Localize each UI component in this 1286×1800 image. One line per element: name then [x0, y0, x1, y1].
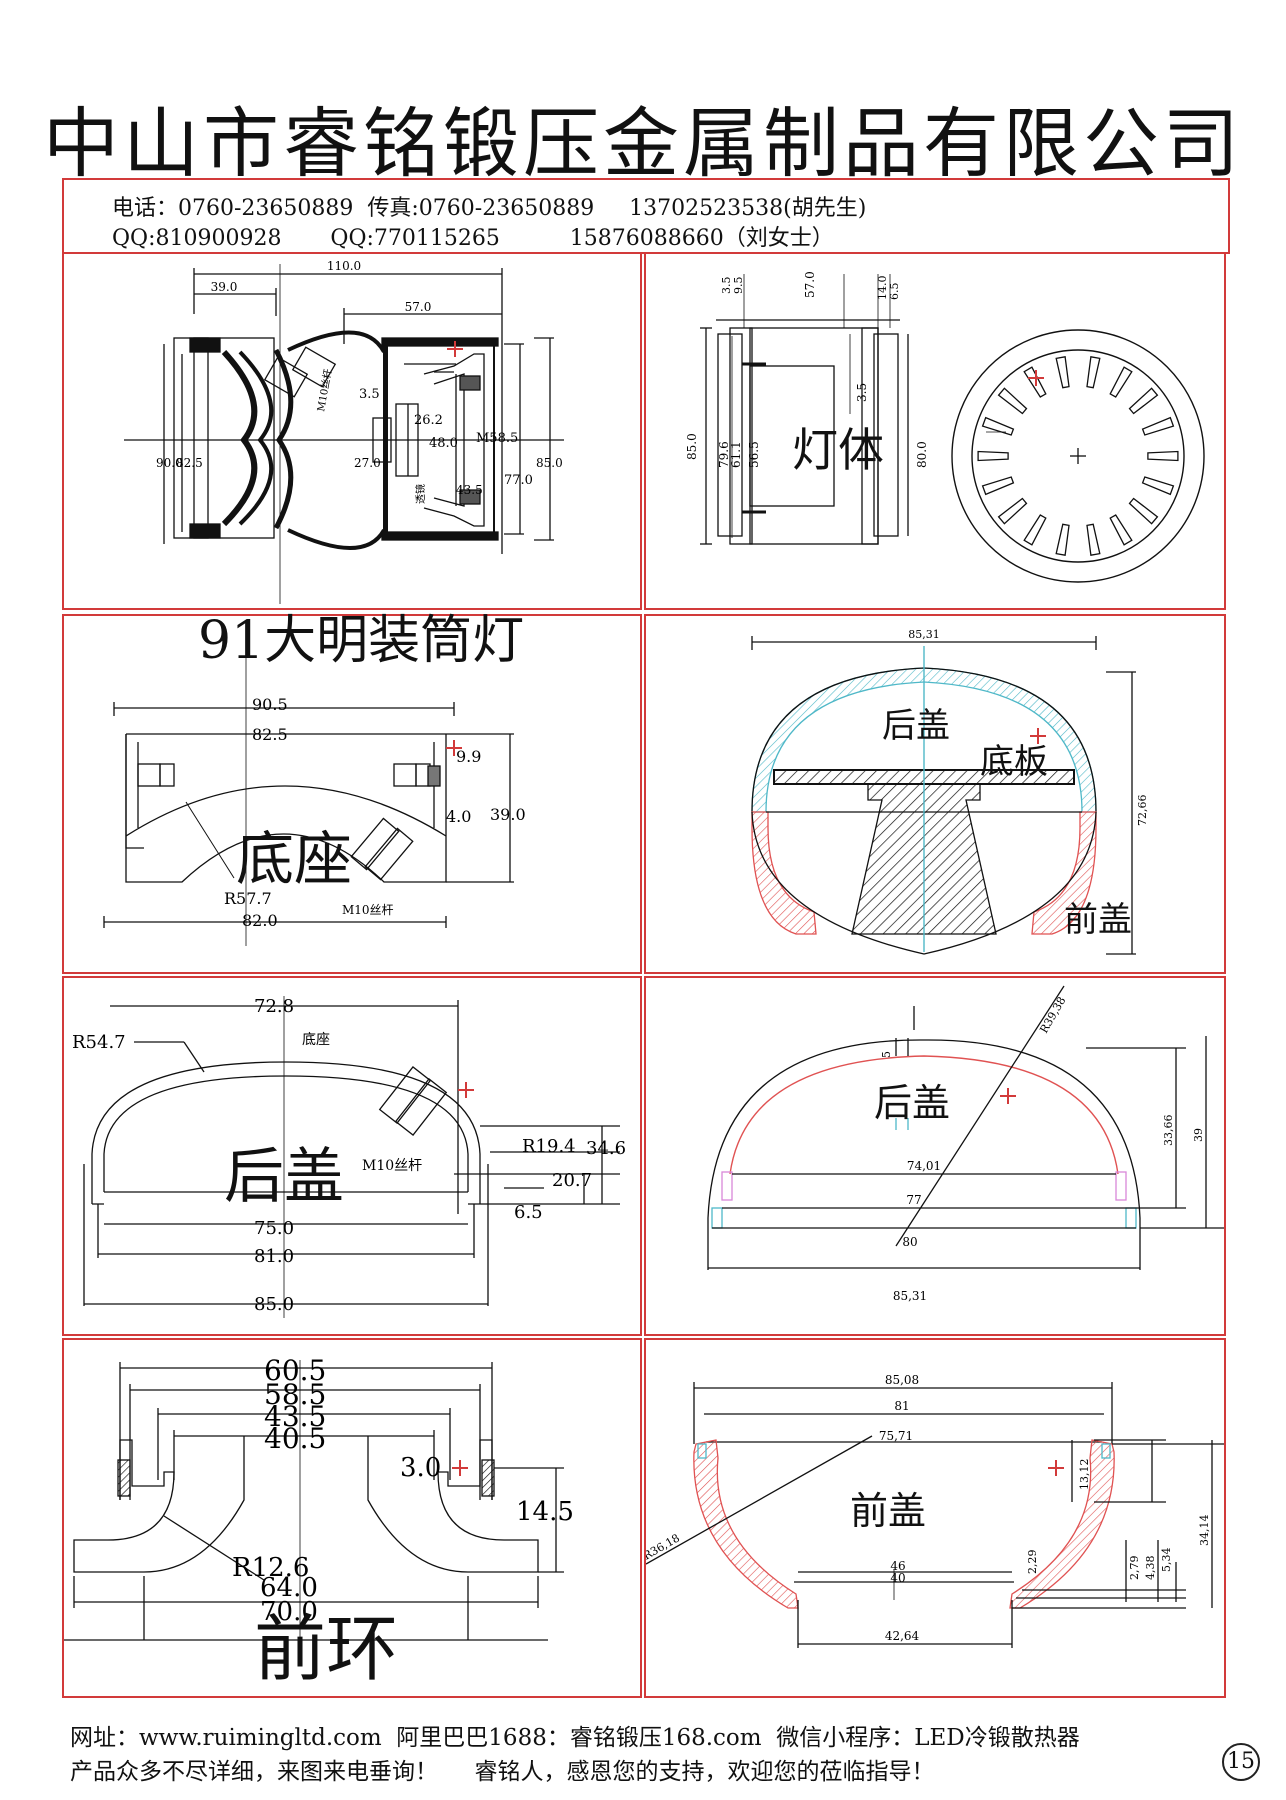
- front-cover-label: 前盖: [850, 1489, 927, 1533]
- heat-sink-slot: [1023, 514, 1047, 546]
- back-cover-label: 后盖: [882, 706, 950, 746]
- heat-sink-slot: [1023, 366, 1047, 398]
- panel-back-cover: 72.8 R54.7 底座 R19.4 34.6 20.7 6.5 75.0 8…: [62, 976, 642, 1336]
- base-plate-label: 底板: [980, 742, 1048, 782]
- contact-box: 电话：0760-23650889 传真:0760-23650889 137025…: [62, 178, 1230, 254]
- panel-front-ring: 60.5 58.5 43.5 40.5 3.0 14.5 R12.6 64.0 …: [62, 1338, 642, 1698]
- panel-exploded-view: 85,31 72,66 后盖 底板 前盖: [644, 614, 1226, 974]
- heat-sink-slot: [981, 476, 1015, 496]
- lamp-body-label: 灯体: [792, 423, 884, 477]
- heat-sink-slot: [1109, 366, 1133, 398]
- contact-line-2: QQ:810900928 QQ:770115265 15876088660（刘女…: [112, 226, 834, 251]
- contact-line-1: 电话：0760-23650889 传真:0760-23650889 137025…: [112, 196, 867, 221]
- back-cover-overlay-label: 后盖: [224, 1142, 344, 1212]
- panel-back-cover-dims: R39,38 5 74,01 77 80 85,31 33,66 39 后盖: [644, 976, 1226, 1336]
- panel-front-cover: 85,08 81 75,71 R36,18 13,12 5,34 34,14 2…: [644, 1338, 1226, 1698]
- company-title: 中山市睿铭锻压金属制品有限公司: [43, 99, 1243, 188]
- heat-sink-slot: [1086, 356, 1101, 389]
- front-cover-label: 前盖: [1064, 900, 1132, 940]
- product-name: 91大明装筒灯: [198, 611, 525, 671]
- heat-sink-slot: [1055, 356, 1070, 389]
- heat-sink-slot: [1109, 514, 1133, 546]
- panel-lamp-body: 57.0 3.5 9.5 14.0 6.5 3.5 85.0 79.6 61.1…: [644, 252, 1226, 610]
- footer-line-2: 产品众多不尽详细，来图来电垂询！ 睿铭人，感恩您的支持，欢迎您的莅临指导！: [70, 1759, 935, 1785]
- front-ring-label: 前环: [254, 1607, 399, 1691]
- back-cover-label: 后盖: [874, 1081, 951, 1125]
- heat-sink-slot: [1128, 497, 1159, 525]
- heat-sink-slot: [981, 416, 1015, 436]
- heat-sink-slot: [1141, 416, 1175, 436]
- heat-sink-slot: [1128, 387, 1159, 415]
- heat-sink-slot: [997, 387, 1028, 415]
- heat-sink-slot: [977, 450, 1009, 462]
- panel-assembly-section: 110.0 39.0 57.0 3.5 26.2 48.0 M58.5 90.0…: [62, 252, 642, 610]
- heat-sink-slot: [1147, 450, 1179, 462]
- heat-sink-slot: [997, 497, 1028, 525]
- page-number: 15: [1222, 1743, 1260, 1781]
- heat-sink-slot: [1086, 523, 1101, 556]
- heat-sink-slot: [1141, 476, 1175, 496]
- footer-line-1: 网址：www.ruimingltd.com 阿里巴巴1688：睿铭锻压168.c…: [70, 1725, 1080, 1751]
- heat-sink-slot: [1055, 523, 1070, 556]
- base-label: 底座: [236, 825, 353, 893]
